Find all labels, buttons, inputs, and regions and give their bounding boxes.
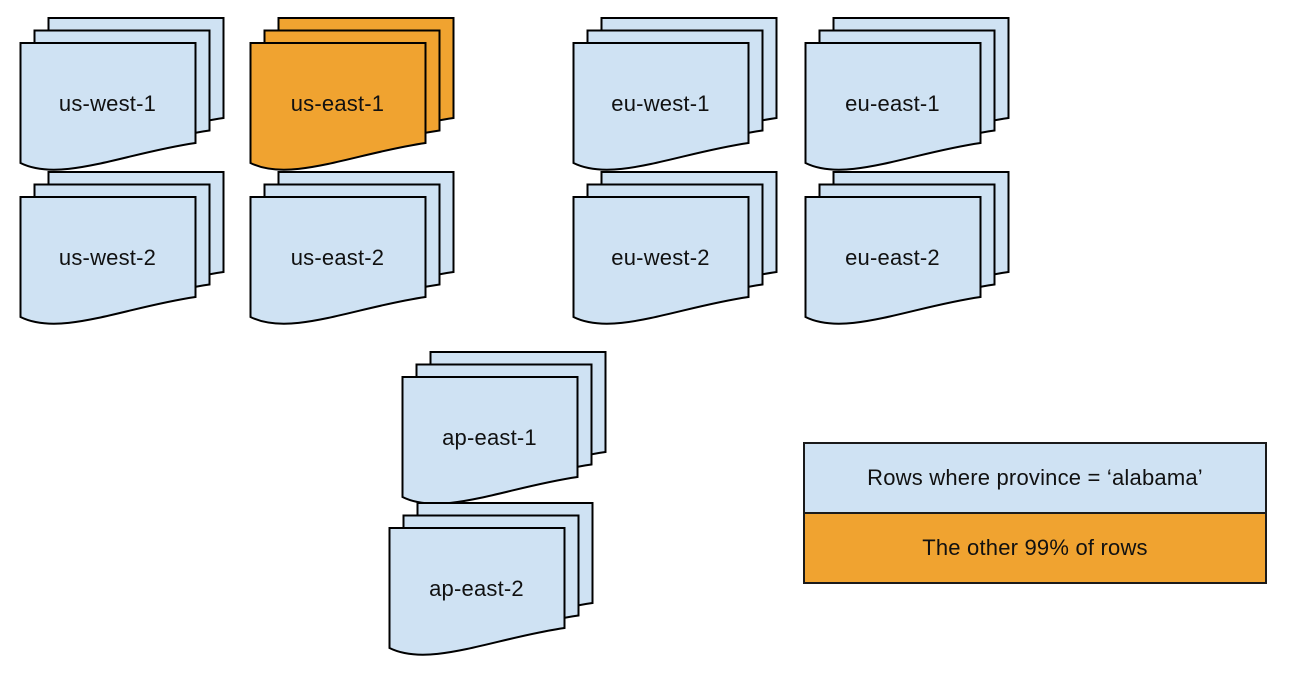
region-stack-ap-east-1: ap-east-1 xyxy=(401,351,608,509)
region-stack-ap-east-2: ap-east-2 xyxy=(388,502,595,660)
region-stack-us-west-2: us-west-2 xyxy=(19,171,226,329)
document-stack-shape xyxy=(19,17,225,171)
document-stack-shape xyxy=(249,171,455,325)
region-stack-us-west-1: us-west-1 xyxy=(19,17,226,175)
legend: Rows where province = ‘alabama’ The othe… xyxy=(803,442,1267,584)
document-stack-shape xyxy=(804,17,1010,171)
document-stack-shape xyxy=(19,171,225,325)
document-stack-shape xyxy=(249,17,455,171)
legend-item-other-rows: The other 99% of rows xyxy=(805,512,1265,582)
document-stack-shape xyxy=(572,171,778,325)
legend-item-label: The other 99% of rows xyxy=(922,535,1148,560)
document-stack-shape xyxy=(401,351,607,505)
region-stack-eu-east-2: eu-east-2 xyxy=(804,171,1011,329)
legend-item-label: Rows where province = ‘alabama’ xyxy=(867,465,1203,490)
legend-item-alabama-rows: Rows where province = ‘alabama’ xyxy=(805,444,1265,512)
document-stack-shape xyxy=(388,502,594,656)
region-stack-eu-east-1: eu-east-1 xyxy=(804,17,1011,175)
region-stack-eu-west-2: eu-west-2 xyxy=(572,171,779,329)
region-stack-eu-west-1: eu-west-1 xyxy=(572,17,779,175)
document-stack-shape xyxy=(804,171,1010,325)
document-stack-shape xyxy=(572,17,778,171)
region-stack-us-east-2: us-east-2 xyxy=(249,171,456,329)
region-stack-us-east-1: us-east-1 xyxy=(249,17,456,175)
